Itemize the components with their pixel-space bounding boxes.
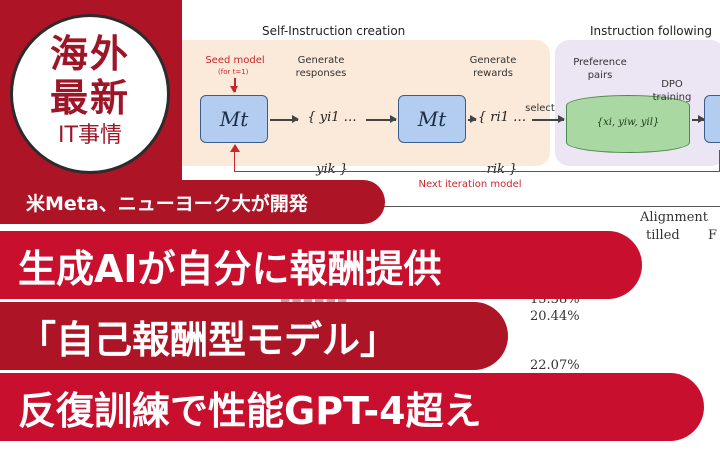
seed-arrow: [231, 78, 237, 93]
preference-pairs-label: Preference pairs: [573, 57, 627, 81]
model-box-2: Mt: [398, 95, 466, 143]
badge-line-2: 最新: [49, 76, 130, 120]
badge-line-1: 海外: [49, 32, 130, 76]
preference-pairs-cylinder: [566, 95, 690, 153]
subtitle-banner: 米Meta、ニューヨーク大が開発: [0, 180, 385, 224]
badge-line-3: IT事情: [58, 123, 122, 148]
instruction-following-title: Instruction following: [590, 24, 712, 38]
headline-banner-3: 反復訓練で性能GPT-4超え: [0, 373, 704, 441]
next-iteration-arrowhead: [230, 144, 240, 152]
generate-rewards-label: Generate rewards: [469, 55, 517, 79]
responses-math: { yi1 … yik }: [307, 110, 357, 177]
arrow-to-rewards: [468, 116, 477, 122]
arrow-to-next-model: [692, 116, 705, 122]
next-model-box-stub: [704, 95, 720, 143]
next-iteration-label: Next iteration model: [418, 179, 522, 190]
select-label: select: [525, 103, 555, 114]
self-instruction-title: Self-Instruction creation: [262, 24, 406, 38]
generate-responses-label: Generate responses: [295, 55, 347, 79]
table-header-alignment: Alignment: [640, 210, 709, 225]
arrow-to-pairs: [532, 116, 565, 122]
corner-badge-panel: 海外 最新 IT事情: [0, 0, 182, 208]
dpo-training-label: DPO training: [652, 79, 692, 103]
pairs-math: {xi, yiw, yil}: [596, 117, 660, 128]
seed-model-label: Seed model: [205, 55, 265, 66]
headline-banner-1: 生成AIが自分に報酬提供: [0, 231, 642, 299]
next-iteration-loop: [234, 150, 720, 172]
table-header-f: F: [708, 228, 718, 243]
rewards-math: { ri1 … rik }: [477, 110, 527, 177]
table-value-2: 20.44%: [530, 309, 580, 324]
table-top-rule: [380, 206, 720, 207]
arrow-to-model-2: [366, 116, 397, 122]
table-header-tilled: tilled: [646, 228, 680, 243]
headline-banner-2: 「自己報酬型モデル」: [0, 302, 508, 370]
model-box-1: Mt: [200, 95, 268, 143]
arrow-to-responses: [270, 116, 299, 122]
seed-model-sub: (for t=1): [218, 68, 249, 76]
table-value-3: 22.07%: [530, 358, 580, 373]
column-badge: 海外 最新 IT事情: [10, 14, 170, 174]
